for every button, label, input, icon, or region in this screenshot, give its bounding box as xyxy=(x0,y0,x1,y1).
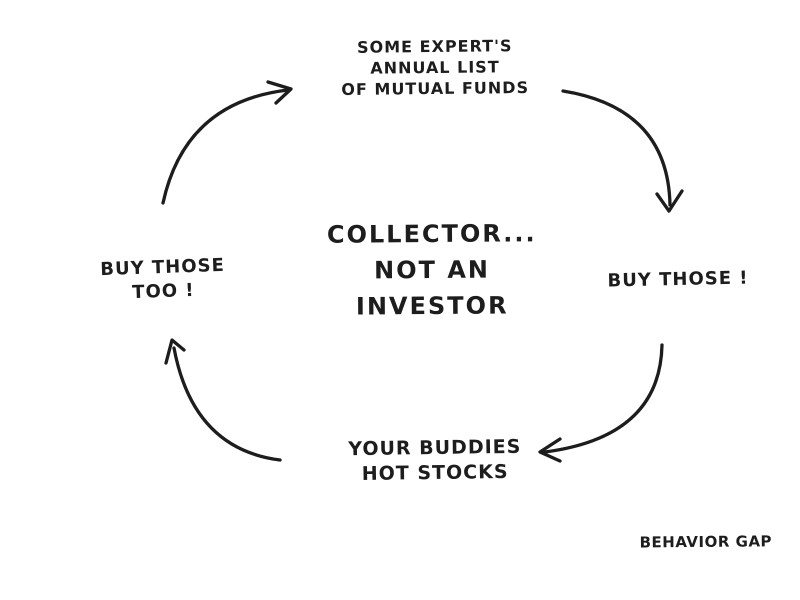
arrow-curve xyxy=(543,343,664,454)
arrow-curve xyxy=(172,346,282,462)
arrow-curve xyxy=(561,89,672,207)
node-line: SOME EXPERT'S xyxy=(356,36,513,57)
node-line: HOT STOCKS xyxy=(361,461,509,486)
behavior-gap-signature: BEHAVIOR GAP xyxy=(639,532,773,552)
node-buddies-hot-stocks: YOUR BUDDIES HOT STOCKS xyxy=(305,434,566,488)
arrow-right-to-bottom-icon xyxy=(538,343,664,463)
arrow-head xyxy=(655,189,684,213)
caption-line: NOT AN xyxy=(373,255,491,285)
center-caption: COLLECTOR... NOT AN INVESTOR xyxy=(282,215,583,325)
caption-line: COLLECTOR... xyxy=(326,219,537,249)
caption-line: INVESTOR xyxy=(355,291,509,321)
node-line: BUY THOSE ! xyxy=(607,267,749,292)
arrow-bottom-to-left-icon xyxy=(164,338,282,462)
node-line: YOUR BUDDIES xyxy=(348,435,522,461)
node-experts-annual-list: SOME EXPERT'S ANNUAL LIST OF MUTUAL FUND… xyxy=(305,35,566,101)
node-line: OF MUTUAL FUNDS xyxy=(341,78,530,100)
arrow-head xyxy=(538,437,562,463)
node-line: ANNUAL LIST xyxy=(370,57,500,78)
node-buy-those-too: BUY THOSE TOO ! xyxy=(82,253,244,306)
arrow-head xyxy=(164,338,186,365)
arrow-left-to-top-icon xyxy=(161,80,293,205)
node-buy-those: BUY THOSE ! xyxy=(593,266,763,293)
arrow-head xyxy=(266,80,293,105)
arrow-top-to-right-icon xyxy=(561,89,684,213)
arrow-curve xyxy=(161,88,290,205)
